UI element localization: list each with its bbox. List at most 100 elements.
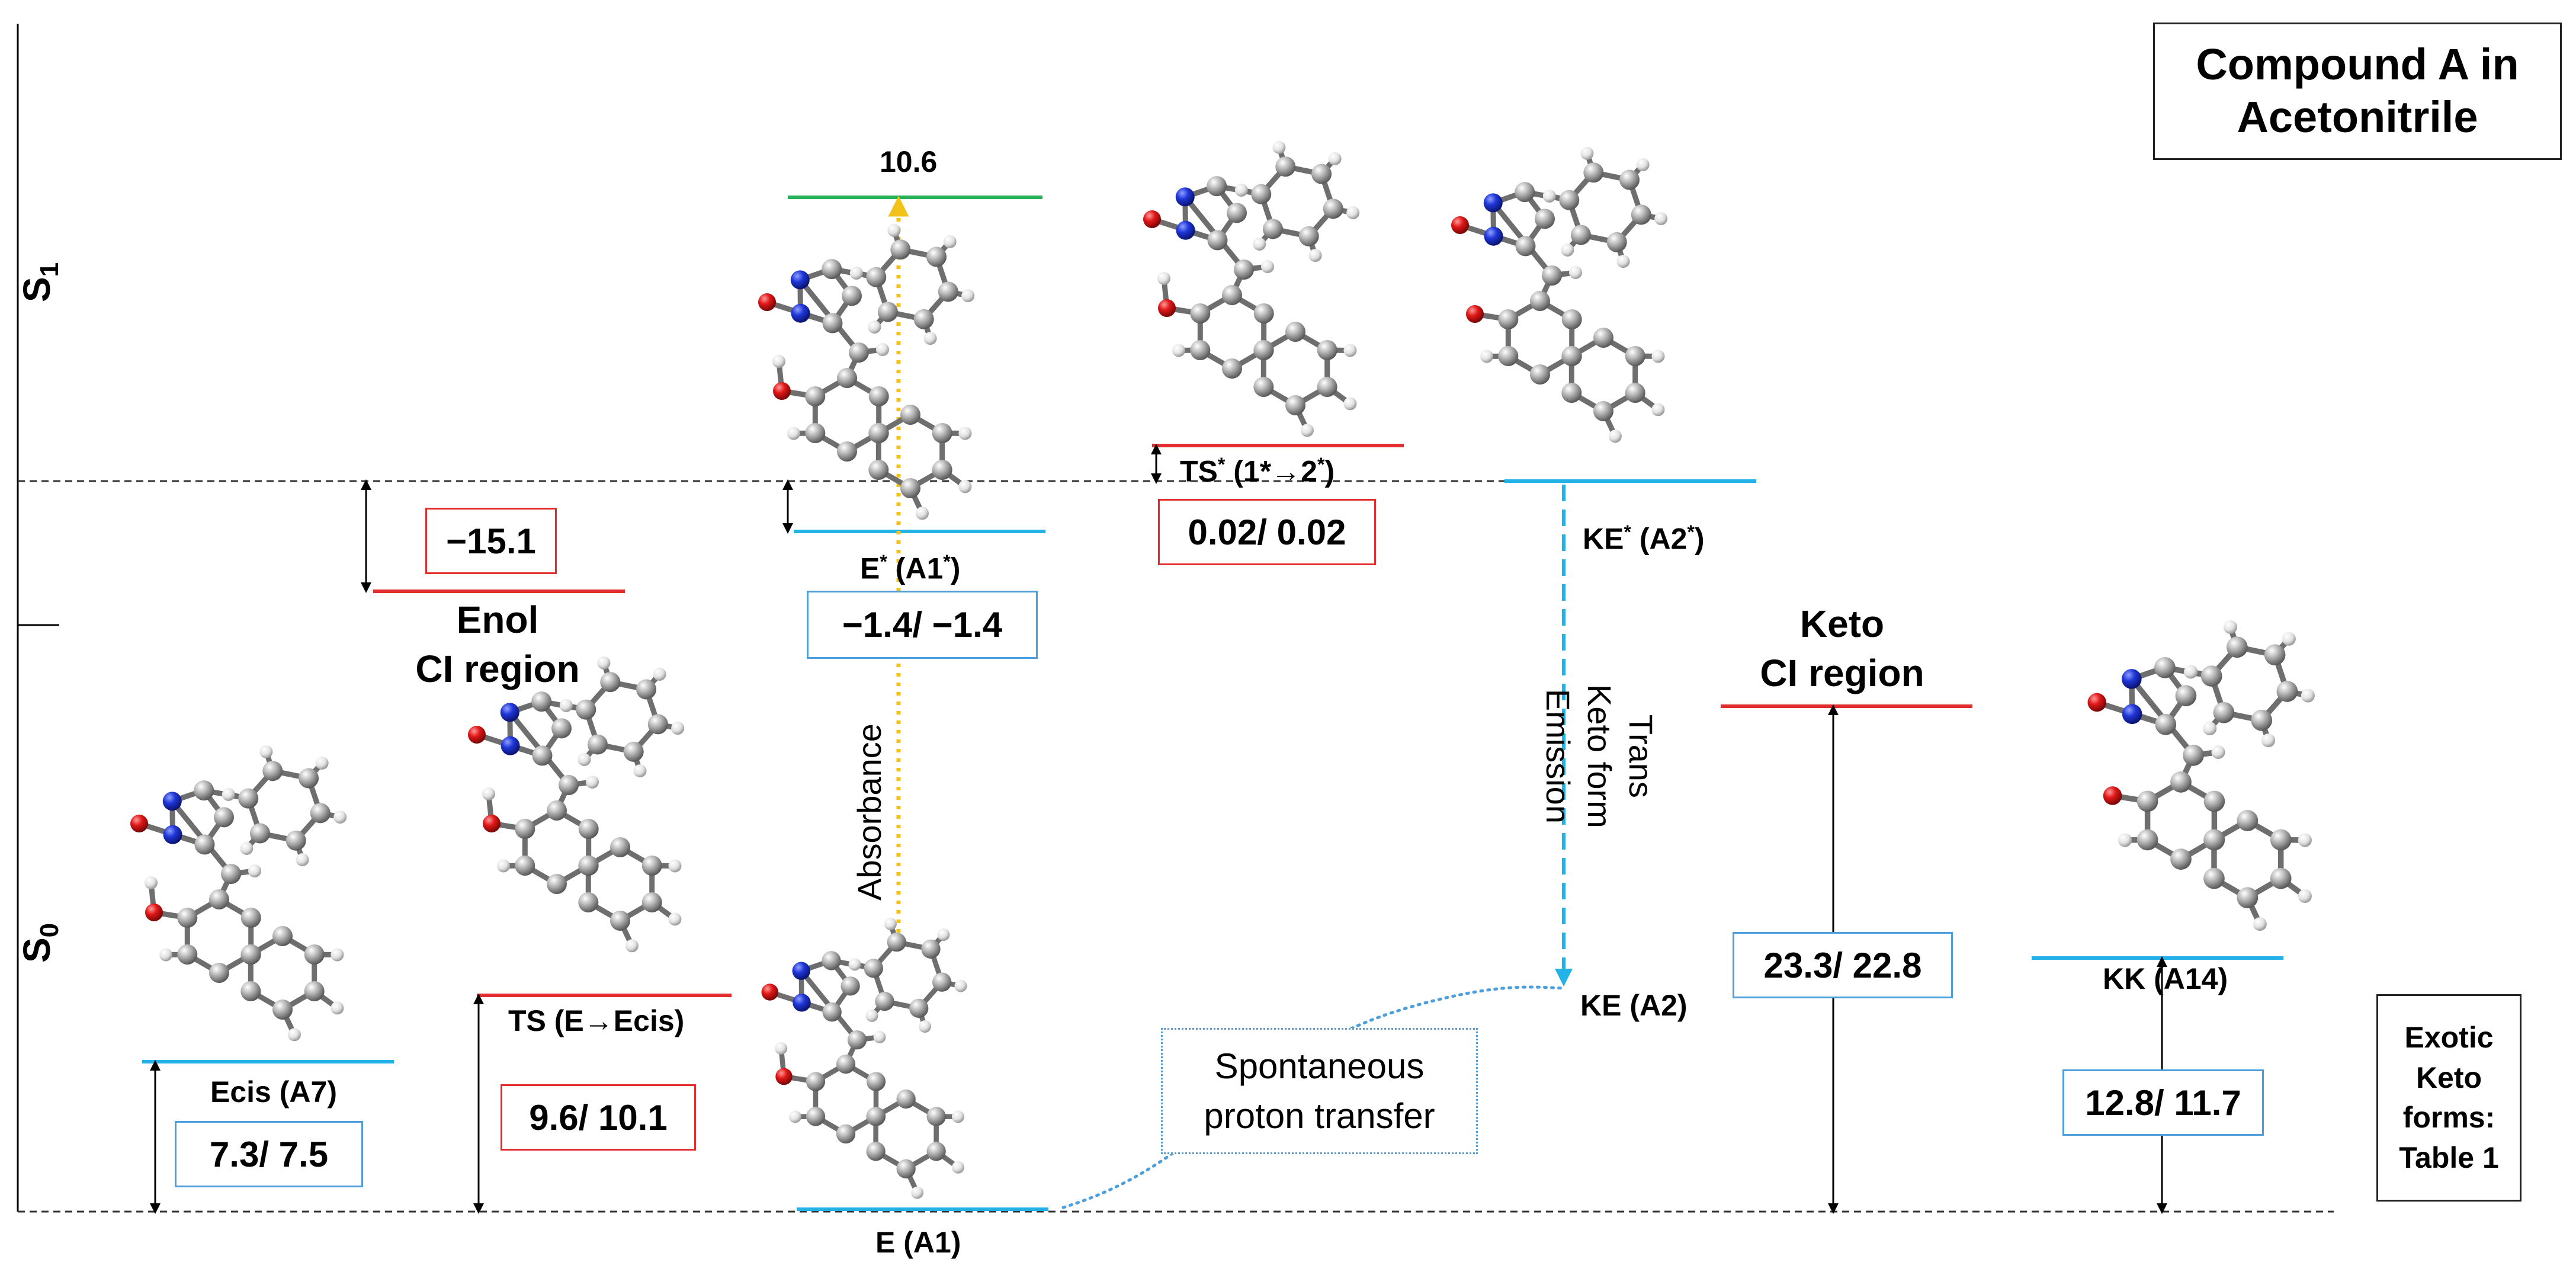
hydrogen-atom xyxy=(333,811,347,824)
hydrogen-atom xyxy=(789,1110,801,1123)
absorbance-label: Absorbance xyxy=(851,723,888,901)
hydrogen-atom xyxy=(240,842,254,856)
hydrogen-atom xyxy=(315,756,329,770)
hydrogen-atom xyxy=(923,332,937,345)
hydrogen-atom xyxy=(775,1042,788,1055)
hydrogen-atom xyxy=(671,722,685,735)
carbon-atom xyxy=(240,981,261,1001)
carbon-atom xyxy=(1253,377,1274,397)
ecis-label: Ecis (A7) xyxy=(210,1075,337,1109)
carbon-atom xyxy=(2154,657,2176,678)
carbon-atom xyxy=(177,908,198,928)
hydrogen-atom xyxy=(2253,917,2267,931)
carbon-atom xyxy=(875,991,894,1011)
carbon-atom xyxy=(1251,184,1272,204)
hydrogen-atom xyxy=(1636,158,1650,171)
carbon-atom xyxy=(896,1159,916,1178)
carbon-atom xyxy=(2213,701,2235,723)
carbon-atom xyxy=(209,963,229,983)
hydrogen-atom xyxy=(331,1001,344,1015)
carbon-atom xyxy=(1285,395,1305,415)
carbon-atom xyxy=(221,864,241,884)
enol-ci-label: Enol CI region xyxy=(415,598,580,691)
carbon-atom xyxy=(1498,346,1519,366)
hydrogen-atom xyxy=(1172,344,1186,357)
carbon-atom xyxy=(194,780,214,801)
carbon-atom xyxy=(1253,340,1274,360)
carbon-atom xyxy=(2276,681,2298,702)
enol-ci-value-box: −15.1 xyxy=(425,508,557,574)
hydrogen-atom xyxy=(578,753,591,767)
carbon-atom xyxy=(1234,260,1254,280)
carbon-atom xyxy=(272,1000,293,1020)
ts-e-label: TS (E→Ecis) xyxy=(508,1004,685,1037)
hydrogen-atom xyxy=(876,343,889,356)
carbon-atom xyxy=(849,342,869,363)
hydrogen-atom xyxy=(849,266,863,280)
carbon-atom xyxy=(2270,867,2292,889)
hydrogen-atom xyxy=(1561,244,1574,257)
hydrogen-atom xyxy=(1308,249,1322,262)
hydrogen-atom xyxy=(1328,152,1342,165)
carbon-atom xyxy=(240,908,261,928)
hydrogen-atom xyxy=(1234,183,1248,197)
hydrogen-atom xyxy=(1569,266,1582,279)
hydrogen-atom xyxy=(1261,260,1274,273)
oxygen-atom xyxy=(1158,299,1176,317)
carbon-atom xyxy=(900,405,920,425)
kk-value-box: 12.8/ 11.7 xyxy=(2062,1069,2264,1136)
carbon-atom xyxy=(2251,709,2273,731)
carbon-atom xyxy=(837,368,857,388)
carbon-atom xyxy=(926,1107,946,1126)
hydrogen-atom xyxy=(2301,688,2315,703)
carbon-atom xyxy=(1561,383,1582,403)
hydrogen-atom xyxy=(653,667,666,681)
hydrogen-atom xyxy=(2211,745,2225,760)
carbon-atom xyxy=(805,386,826,406)
hydrogen-atom xyxy=(668,859,682,873)
carbon-atom xyxy=(641,856,662,876)
kk-label: KK (A14) xyxy=(2103,962,2228,995)
carbon-atom xyxy=(1275,156,1296,177)
carbon-atom xyxy=(1631,204,1651,225)
carbon-atom xyxy=(841,976,860,996)
carbon-atom xyxy=(1559,190,1580,210)
nitrogen-atom xyxy=(2122,704,2142,724)
hydrogen-atom xyxy=(633,764,647,778)
hydrogen-atom xyxy=(958,480,972,494)
carbon-atom xyxy=(531,691,552,712)
carbon-atom xyxy=(868,386,889,406)
hydrogen-atom xyxy=(559,699,573,712)
carbon-atom xyxy=(532,745,553,766)
hydrogen-atom xyxy=(1608,430,1622,443)
hydrogen-atom xyxy=(2118,833,2132,847)
hydrogen-atom xyxy=(248,864,261,877)
emission-label: Trans Keto form Emission xyxy=(1539,684,1660,828)
carbon-atom xyxy=(1226,203,1247,223)
carbon-atom xyxy=(896,1089,916,1109)
carbon-atom xyxy=(1317,377,1337,397)
carbon-atom xyxy=(2136,829,2158,851)
hydrogen-atom xyxy=(1157,272,1170,285)
oxygen-atom xyxy=(773,382,791,400)
hydrogen-atom xyxy=(1343,344,1357,357)
nitrogen-atom xyxy=(1484,226,1503,246)
carbon-atom xyxy=(866,1072,886,1091)
carbon-atom xyxy=(2270,829,2292,851)
hydrogen-atom xyxy=(2223,620,2237,634)
ts-e-value-box: 9.6/ 10.1 xyxy=(501,1084,696,1151)
hydrogen-atom xyxy=(1346,206,1360,220)
carbon-atom xyxy=(2237,810,2259,831)
hydrogen-atom xyxy=(1616,255,1630,268)
hydrogen-atom xyxy=(159,948,173,962)
nitrogen-atom xyxy=(501,736,520,755)
carbon-atom xyxy=(866,1107,886,1126)
carbon-atom xyxy=(806,1072,826,1091)
carbon-atom xyxy=(2226,636,2248,658)
oxygen-atom xyxy=(1451,216,1469,234)
hydrogen-atom xyxy=(597,656,611,669)
carbon-atom xyxy=(194,834,215,855)
carbon-atom xyxy=(1222,285,1242,305)
hydrogen-atom xyxy=(873,1031,886,1043)
hydrogen-atom xyxy=(145,876,158,889)
